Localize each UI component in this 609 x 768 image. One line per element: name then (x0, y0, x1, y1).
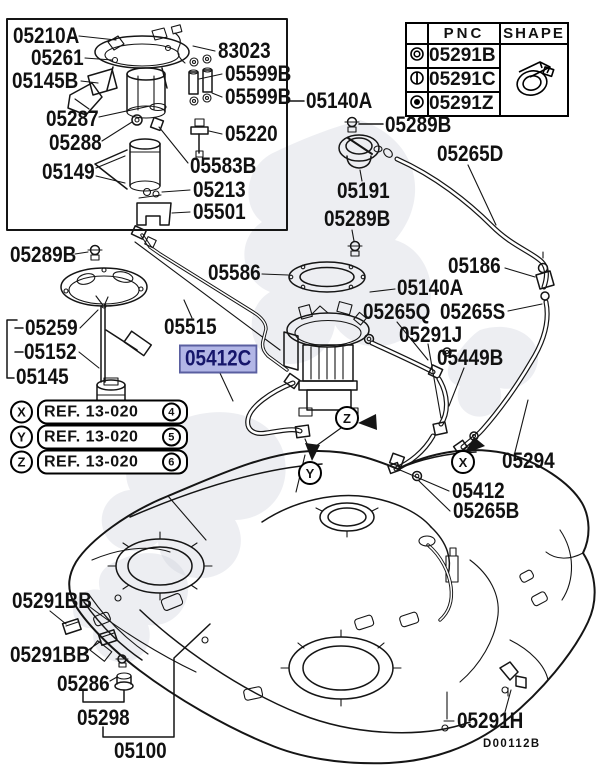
fuel-cap-drawing (338, 116, 393, 257)
detail-box-drawing (6, 18, 305, 231)
part-label-05261[interactable]: 05261 (31, 45, 84, 70)
part-label-05599B-1[interactable]: 05599B (225, 61, 292, 86)
ref-text: REF. 13-020 (44, 403, 139, 420)
part-label-05100[interactable]: 05100 (114, 738, 167, 763)
ref-text-box: REF. 13-020 6 (37, 449, 188, 475)
part-label-05599B-2[interactable]: 05599B (225, 84, 292, 109)
part-label-05291BB-1[interactable]: 05291BB (12, 588, 92, 613)
bottom-hardware-drawing (49, 610, 527, 738)
hose-clamp-icon (516, 60, 555, 96)
part-label-05191[interactable]: 05191 (337, 178, 390, 203)
part-label-05289B-cap[interactable]: 05289B (324, 206, 391, 231)
part-label-05152[interactable]: 05152 (24, 339, 77, 364)
circle-vertical-bar-icon (410, 70, 424, 85)
part-label-05291BB-2[interactable]: 05291BB (10, 642, 90, 667)
shape-cell (499, 43, 569, 117)
ref-text: REF. 13-020 (44, 428, 139, 445)
pnc-number-cell[interactable]: 05291C (427, 67, 501, 93)
part-label-05286[interactable]: 05286 (57, 671, 110, 696)
ref-number: 4 (162, 402, 181, 422)
pnc-symbol-cell (405, 43, 429, 69)
part-label-05210A[interactable]: 05210A (13, 23, 80, 48)
part-label-05145B[interactable]: 05145B (12, 68, 79, 93)
fuel-hose-05412C-drawing (218, 370, 311, 447)
part-label-05186[interactable]: 05186 (448, 253, 501, 278)
pnc-row-05291C[interactable]: 05291C (405, 67, 568, 93)
ref-text-box: REF. 13-020 4 (37, 399, 188, 425)
part-label-05220[interactable]: 05220 (225, 121, 278, 146)
part-label-83023[interactable]: 83023 (218, 38, 271, 63)
ref-letter: Z (10, 450, 33, 474)
part-label-05449B[interactable]: 05449B (437, 345, 504, 370)
diagram-id: D00112B (483, 736, 541, 750)
part-label-05265D[interactable]: 05265D (437, 141, 504, 166)
install-line (134, 241, 281, 351)
ref-text: REF. 13-020 (44, 453, 139, 470)
fuel-tank-drawing (68, 449, 596, 765)
pnc-row-05291B[interactable]: 05291B (405, 43, 569, 117)
part-label-05288[interactable]: 05288 (49, 130, 102, 155)
part-label-05583B[interactable]: 05583B (190, 153, 257, 178)
part-label-05265Q[interactable]: 05265Q (363, 299, 431, 324)
part-label-05265B[interactable]: 05265B (453, 498, 520, 523)
connector-marker-y: Y (298, 461, 322, 485)
part-label-05149[interactable]: 05149 (42, 159, 95, 184)
pnc-table-symbol-header (405, 22, 429, 45)
ref-note-y[interactable]: Y REF. 13-020 5 (10, 424, 188, 450)
part-label-05145[interactable]: 05145 (16, 364, 69, 389)
pump-module-drawing (261, 261, 396, 417)
ref-number: 5 (162, 427, 181, 447)
pnc-number-cell[interactable]: 05291B (427, 43, 501, 69)
ref-letter: Y (10, 425, 33, 449)
part-label-05291H[interactable]: 05291H (457, 708, 524, 733)
part-label-05294[interactable]: 05294 (502, 448, 555, 473)
part-label-05289B-top[interactable]: 05289B (385, 112, 452, 137)
pnc-number-cell[interactable]: 05291Z (427, 91, 501, 117)
pnc-table-header-row: PNC SHAPE (405, 22, 569, 45)
part-label-05289B-left[interactable]: 05289B (10, 242, 77, 267)
part-label-05501[interactable]: 05501 (193, 199, 246, 224)
pnc-table-pnc-header: PNC (427, 22, 501, 45)
ref-letter: X (10, 400, 33, 424)
pnc-row-05291Z[interactable]: 05291Z (405, 91, 568, 117)
part-label-05298[interactable]: 05298 (77, 705, 130, 730)
connector-marker-x: X (451, 450, 475, 474)
ref-note-z[interactable]: Z REF. 13-020 6 (10, 449, 188, 475)
double-circle-icon (410, 46, 424, 61)
part-label-05259[interactable]: 05259 (25, 315, 78, 340)
part-label-05140A-mid[interactable]: 05140A (397, 275, 464, 300)
ref-text-box: REF. 13-020 5 (37, 424, 188, 450)
part-label-05213[interactable]: 05213 (193, 177, 246, 202)
part-label-05586[interactable]: 05586 (208, 260, 261, 285)
part-label-05140A-box[interactable]: 05140A (306, 88, 373, 113)
connector-marker-z: Z (335, 406, 359, 430)
part-label-05515[interactable]: 05515 (164, 314, 217, 339)
pnc-symbol-cell (405, 67, 429, 93)
ref-note-x[interactable]: X REF. 13-020 4 (10, 399, 188, 425)
part-label-05412C-selected[interactable]: 05412C (179, 344, 258, 374)
pnc-symbol-cell (405, 91, 429, 117)
part-label-05291J[interactable]: 05291J (399, 322, 463, 347)
part-label-05412[interactable]: 05412 (452, 478, 505, 503)
part-label-05287[interactable]: 05287 (46, 106, 99, 131)
part-label-05265S[interactable]: 05265S (440, 299, 506, 324)
filled-circle-icon (410, 94, 424, 109)
fuel-main-tube-drawing (130, 225, 289, 372)
pnc-table-shape-header: SHAPE (499, 22, 569, 45)
ref-number: 6 (162, 452, 181, 472)
